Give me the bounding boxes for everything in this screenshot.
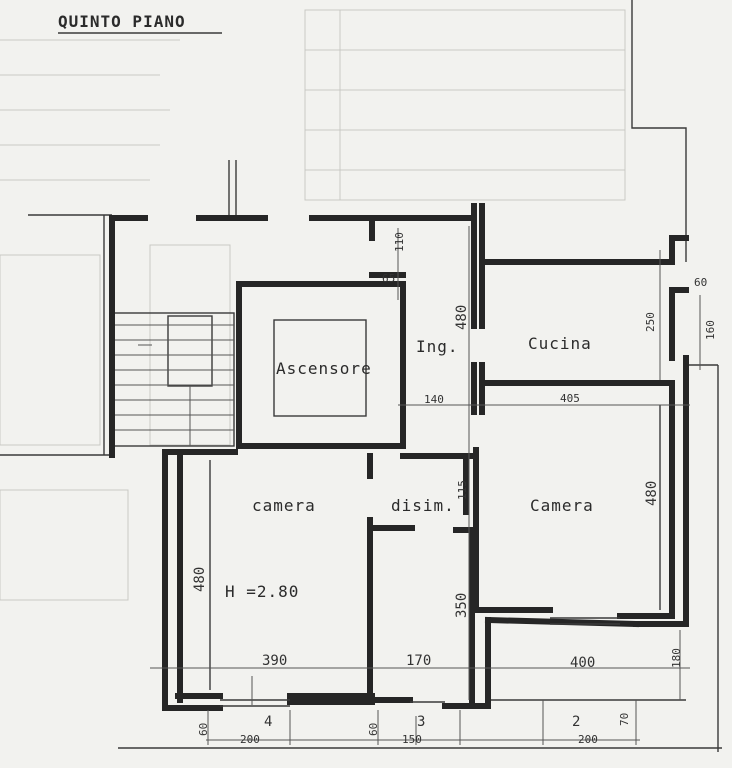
room-label-disimpegno: disim. — [391, 496, 455, 515]
dim-label: 250 — [644, 312, 657, 332]
dim-label: 390 — [262, 653, 287, 669]
dim-label: 170 — [406, 653, 431, 669]
walls — [109, 203, 689, 711]
dim-label: 200 — [578, 733, 598, 746]
room-label-ascensore: Ascensore — [276, 359, 372, 378]
elevator-cabin — [273, 319, 367, 417]
dim-label: 110 — [393, 232, 406, 252]
dim-label: 65 — [382, 272, 395, 285]
dim-label: 200 — [240, 733, 260, 746]
dim-label: 480 — [192, 567, 208, 592]
dim-label: 115 — [456, 480, 469, 500]
dim-label: 70 — [618, 713, 631, 726]
dim-label: 350 — [454, 593, 470, 618]
dimension-lines — [150, 226, 701, 745]
section-marker-2: 2 — [572, 714, 580, 730]
dim-label: 150 — [402, 733, 422, 746]
plan-title: QUINTO PIANO — [58, 12, 186, 31]
dim-label: 160 — [704, 320, 717, 340]
section-marker-4: 4 — [264, 714, 272, 730]
dim-label: 60 — [197, 723, 210, 736]
room-label-ingresso: Ing. — [416, 337, 459, 356]
room-label-cucina: Cucina — [528, 334, 592, 353]
room-label-camera-left: camera — [252, 496, 316, 515]
dim-label: 480 — [644, 481, 660, 506]
dim-label: 140 — [424, 393, 444, 406]
dim-label: 400 — [570, 655, 595, 671]
room-label-camera-right: Camera — [530, 496, 594, 515]
dim-label: 180 — [670, 648, 683, 668]
dim-label: 480 — [454, 305, 470, 330]
room-height-label: H =2.80 — [225, 582, 299, 601]
window-lines — [209, 405, 661, 707]
dim-label: 405 — [560, 392, 580, 405]
section-marker-3: 3 — [417, 714, 425, 730]
dim-label: 60 — [367, 723, 380, 736]
dim-label: 60 — [694, 276, 707, 289]
building-outline — [0, 0, 722, 752]
